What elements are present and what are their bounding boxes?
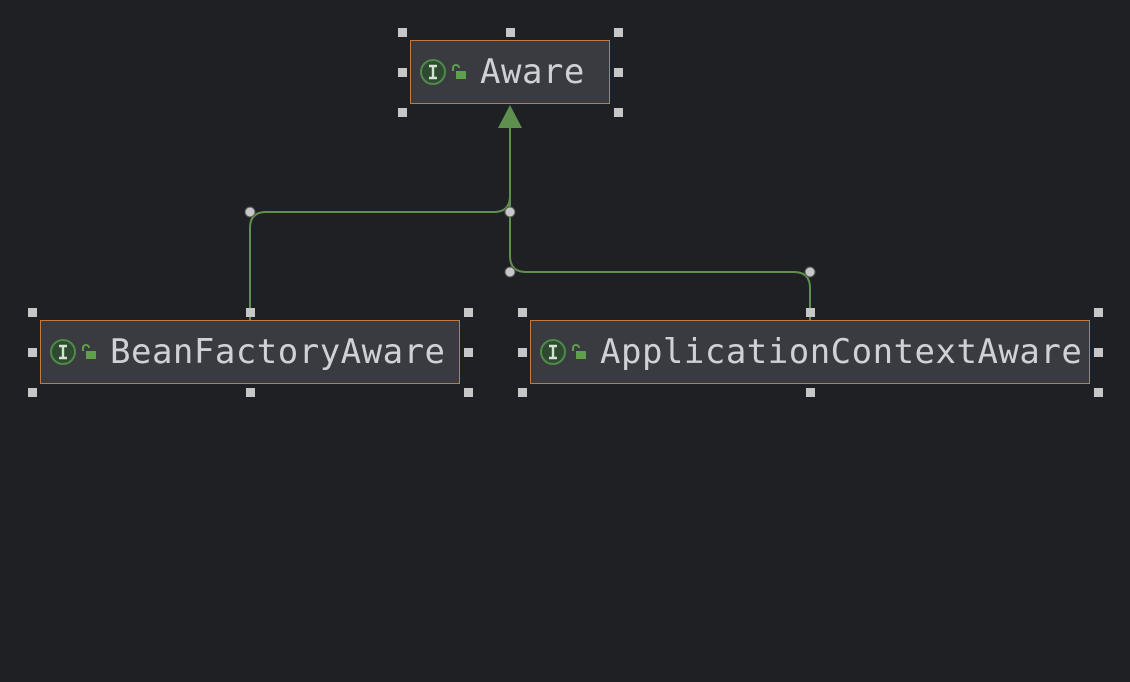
resize-handle[interactable] [614, 68, 623, 77]
public-visibility-icon [82, 344, 96, 359]
public-visibility-icon [452, 64, 466, 79]
inheritance-arrowhead [498, 105, 522, 128]
interface-icon [50, 339, 76, 365]
resize-handle[interactable] [464, 348, 473, 357]
edge-bend-point[interactable] [804, 266, 816, 278]
resize-handle[interactable] [464, 388, 473, 397]
resize-handle[interactable] [398, 28, 407, 37]
resize-handle[interactable] [28, 388, 37, 397]
resize-handle[interactable] [614, 108, 623, 117]
resize-handle[interactable] [398, 68, 407, 77]
resize-handle[interactable] [518, 308, 527, 317]
resize-handle[interactable] [246, 308, 255, 317]
node-applicationcontextaware[interactable]: ApplicationContextAware [530, 320, 1090, 384]
resize-handle[interactable] [28, 308, 37, 317]
resize-handle[interactable] [518, 348, 527, 357]
resize-handle[interactable] [1094, 308, 1103, 317]
edge-bend-point[interactable] [504, 266, 516, 278]
resize-handle[interactable] [1094, 388, 1103, 397]
edge-bend-point[interactable] [244, 206, 256, 218]
resize-handle[interactable] [806, 308, 815, 317]
resize-handle[interactable] [398, 108, 407, 117]
node-aware[interactable]: Aware [410, 40, 610, 104]
node-label: BeanFactoryAware [110, 332, 446, 372]
edge-bend-point[interactable] [504, 206, 516, 218]
interface-icon [540, 339, 566, 365]
resize-handle[interactable] [506, 28, 515, 37]
resize-handle[interactable] [1094, 348, 1103, 357]
resize-handle[interactable] [246, 388, 255, 397]
node-label: Aware [480, 52, 585, 92]
node-label: ApplicationContextAware [600, 332, 1083, 372]
resize-handle[interactable] [518, 388, 527, 397]
resize-handle[interactable] [806, 388, 815, 397]
interface-icon [420, 59, 446, 85]
edge-applicationcontextaware-to-aware[interactable] [509, 128, 811, 320]
resize-handle[interactable] [28, 348, 37, 357]
public-visibility-icon [572, 344, 586, 359]
edge-beanfactoryaware-to-aware[interactable] [249, 128, 511, 320]
node-beanfactoryaware[interactable]: BeanFactoryAware [40, 320, 460, 384]
resize-handle[interactable] [614, 28, 623, 37]
resize-handle[interactable] [464, 308, 473, 317]
